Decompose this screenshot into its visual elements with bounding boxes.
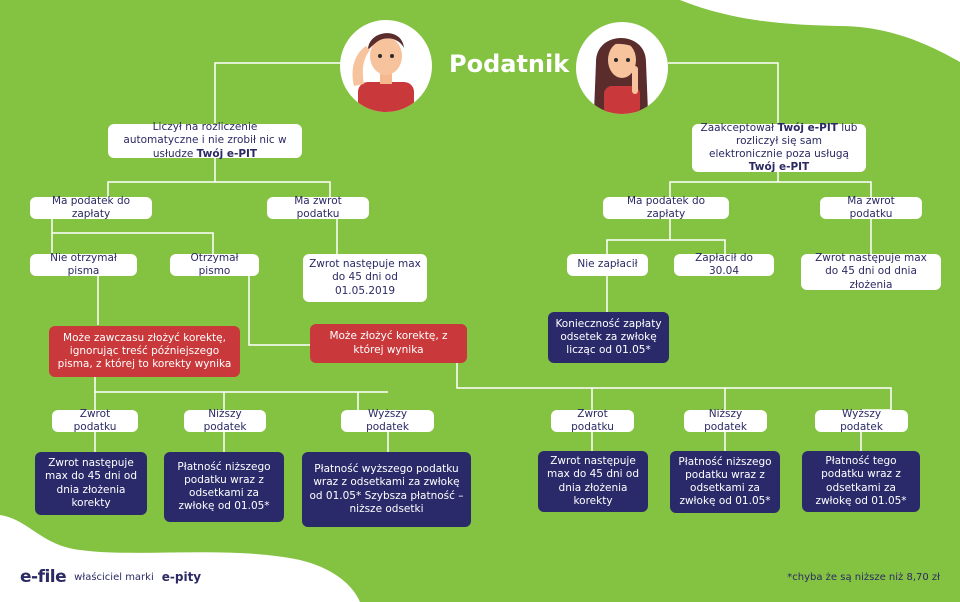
right-outcome-detail-3: Płatność tego podatku wraz z odsetkami z… bbox=[802, 451, 920, 512]
left-outcome-detail-3: Płatność wyższego podatku wraz z odsetka… bbox=[302, 452, 471, 527]
brand-footer: e-file właściciel marki e-pity bbox=[20, 567, 201, 587]
left-outcome-detail-1: Zwrot następuje max do 45 dni od dnia zł… bbox=[35, 452, 147, 515]
left-outcome-label-1: Zwrot podatku bbox=[52, 408, 138, 433]
epity-logo: e-pity bbox=[161, 570, 202, 584]
right-pay-box: Ma podatek do zapłaty bbox=[603, 195, 729, 220]
right-outcome-label-3: Wyższy podatek bbox=[815, 408, 908, 433]
interest-box: Konieczność zapłaty odsetek za zwłokę li… bbox=[548, 312, 669, 363]
efile-logo: e-file bbox=[20, 567, 67, 587]
page-title: Podatnik bbox=[449, 50, 570, 78]
left-outcome-detail-2: Płatność niższego podatku wraz z odsetka… bbox=[164, 452, 284, 522]
right-outcome-detail-2: Płatność niższego podatku wraz z odsetka… bbox=[670, 451, 780, 513]
paid-box: Zapłacił do 30.04 bbox=[674, 252, 774, 277]
left-refund-info-box: Zwrot następuje max do 45 dni od 01.05.2… bbox=[303, 254, 427, 302]
not-paid-box: Nie zapłacił bbox=[567, 254, 648, 276]
right-root-box: Zaakceptował Twój e-PIT lub rozliczył si… bbox=[692, 121, 866, 174]
left-root-box: Liczył na rozliczenie automatyczne i nie… bbox=[108, 121, 302, 160]
right-refund-info-box: Zwrot następuje max do 45 dni od dnia zł… bbox=[801, 252, 941, 291]
no-letter-box: Nie otrzymał pisma bbox=[30, 252, 137, 277]
footnote: *chyba że są niższe niż 8,70 zł bbox=[787, 572, 940, 583]
letter-box: Otrzymał pismo bbox=[170, 252, 259, 277]
owner-text: właściciel marki bbox=[74, 571, 154, 583]
bottom-left-wave bbox=[0, 515, 360, 602]
woman-thinking-avatar bbox=[576, 22, 668, 114]
left-refund-box: Ma zwrot podatku bbox=[267, 195, 369, 220]
right-outcome-detail-1: Zwrot następuje max do 45 dni od dnia zł… bbox=[538, 451, 648, 512]
left-outcome-label-3: Wyższy podatek bbox=[341, 408, 434, 433]
left-root-text: Liczył na rozliczenie automatyczne i nie… bbox=[123, 121, 287, 160]
right-outcome-label-1: Zwrot podatku bbox=[551, 408, 634, 433]
right-refund-box: Ma zwrot podatku bbox=[820, 195, 922, 220]
left-pay-box: Ma podatek do zapłaty bbox=[30, 195, 152, 220]
red-no-letter-box: Może zawczasu złożyć korektę, ignorując … bbox=[49, 326, 240, 377]
top-right-wave bbox=[680, 0, 960, 62]
man-thinking-avatar bbox=[340, 20, 432, 112]
right-root-text: Zaakceptował Twój e-PIT lub rozliczył si… bbox=[700, 121, 858, 174]
left-outcome-label-2: Niższy podatek bbox=[184, 408, 266, 433]
right-outcome-label-2: Niższy podatek bbox=[684, 408, 767, 433]
red-letter-box: Może złożyć korektę, z której wynika bbox=[310, 324, 467, 363]
